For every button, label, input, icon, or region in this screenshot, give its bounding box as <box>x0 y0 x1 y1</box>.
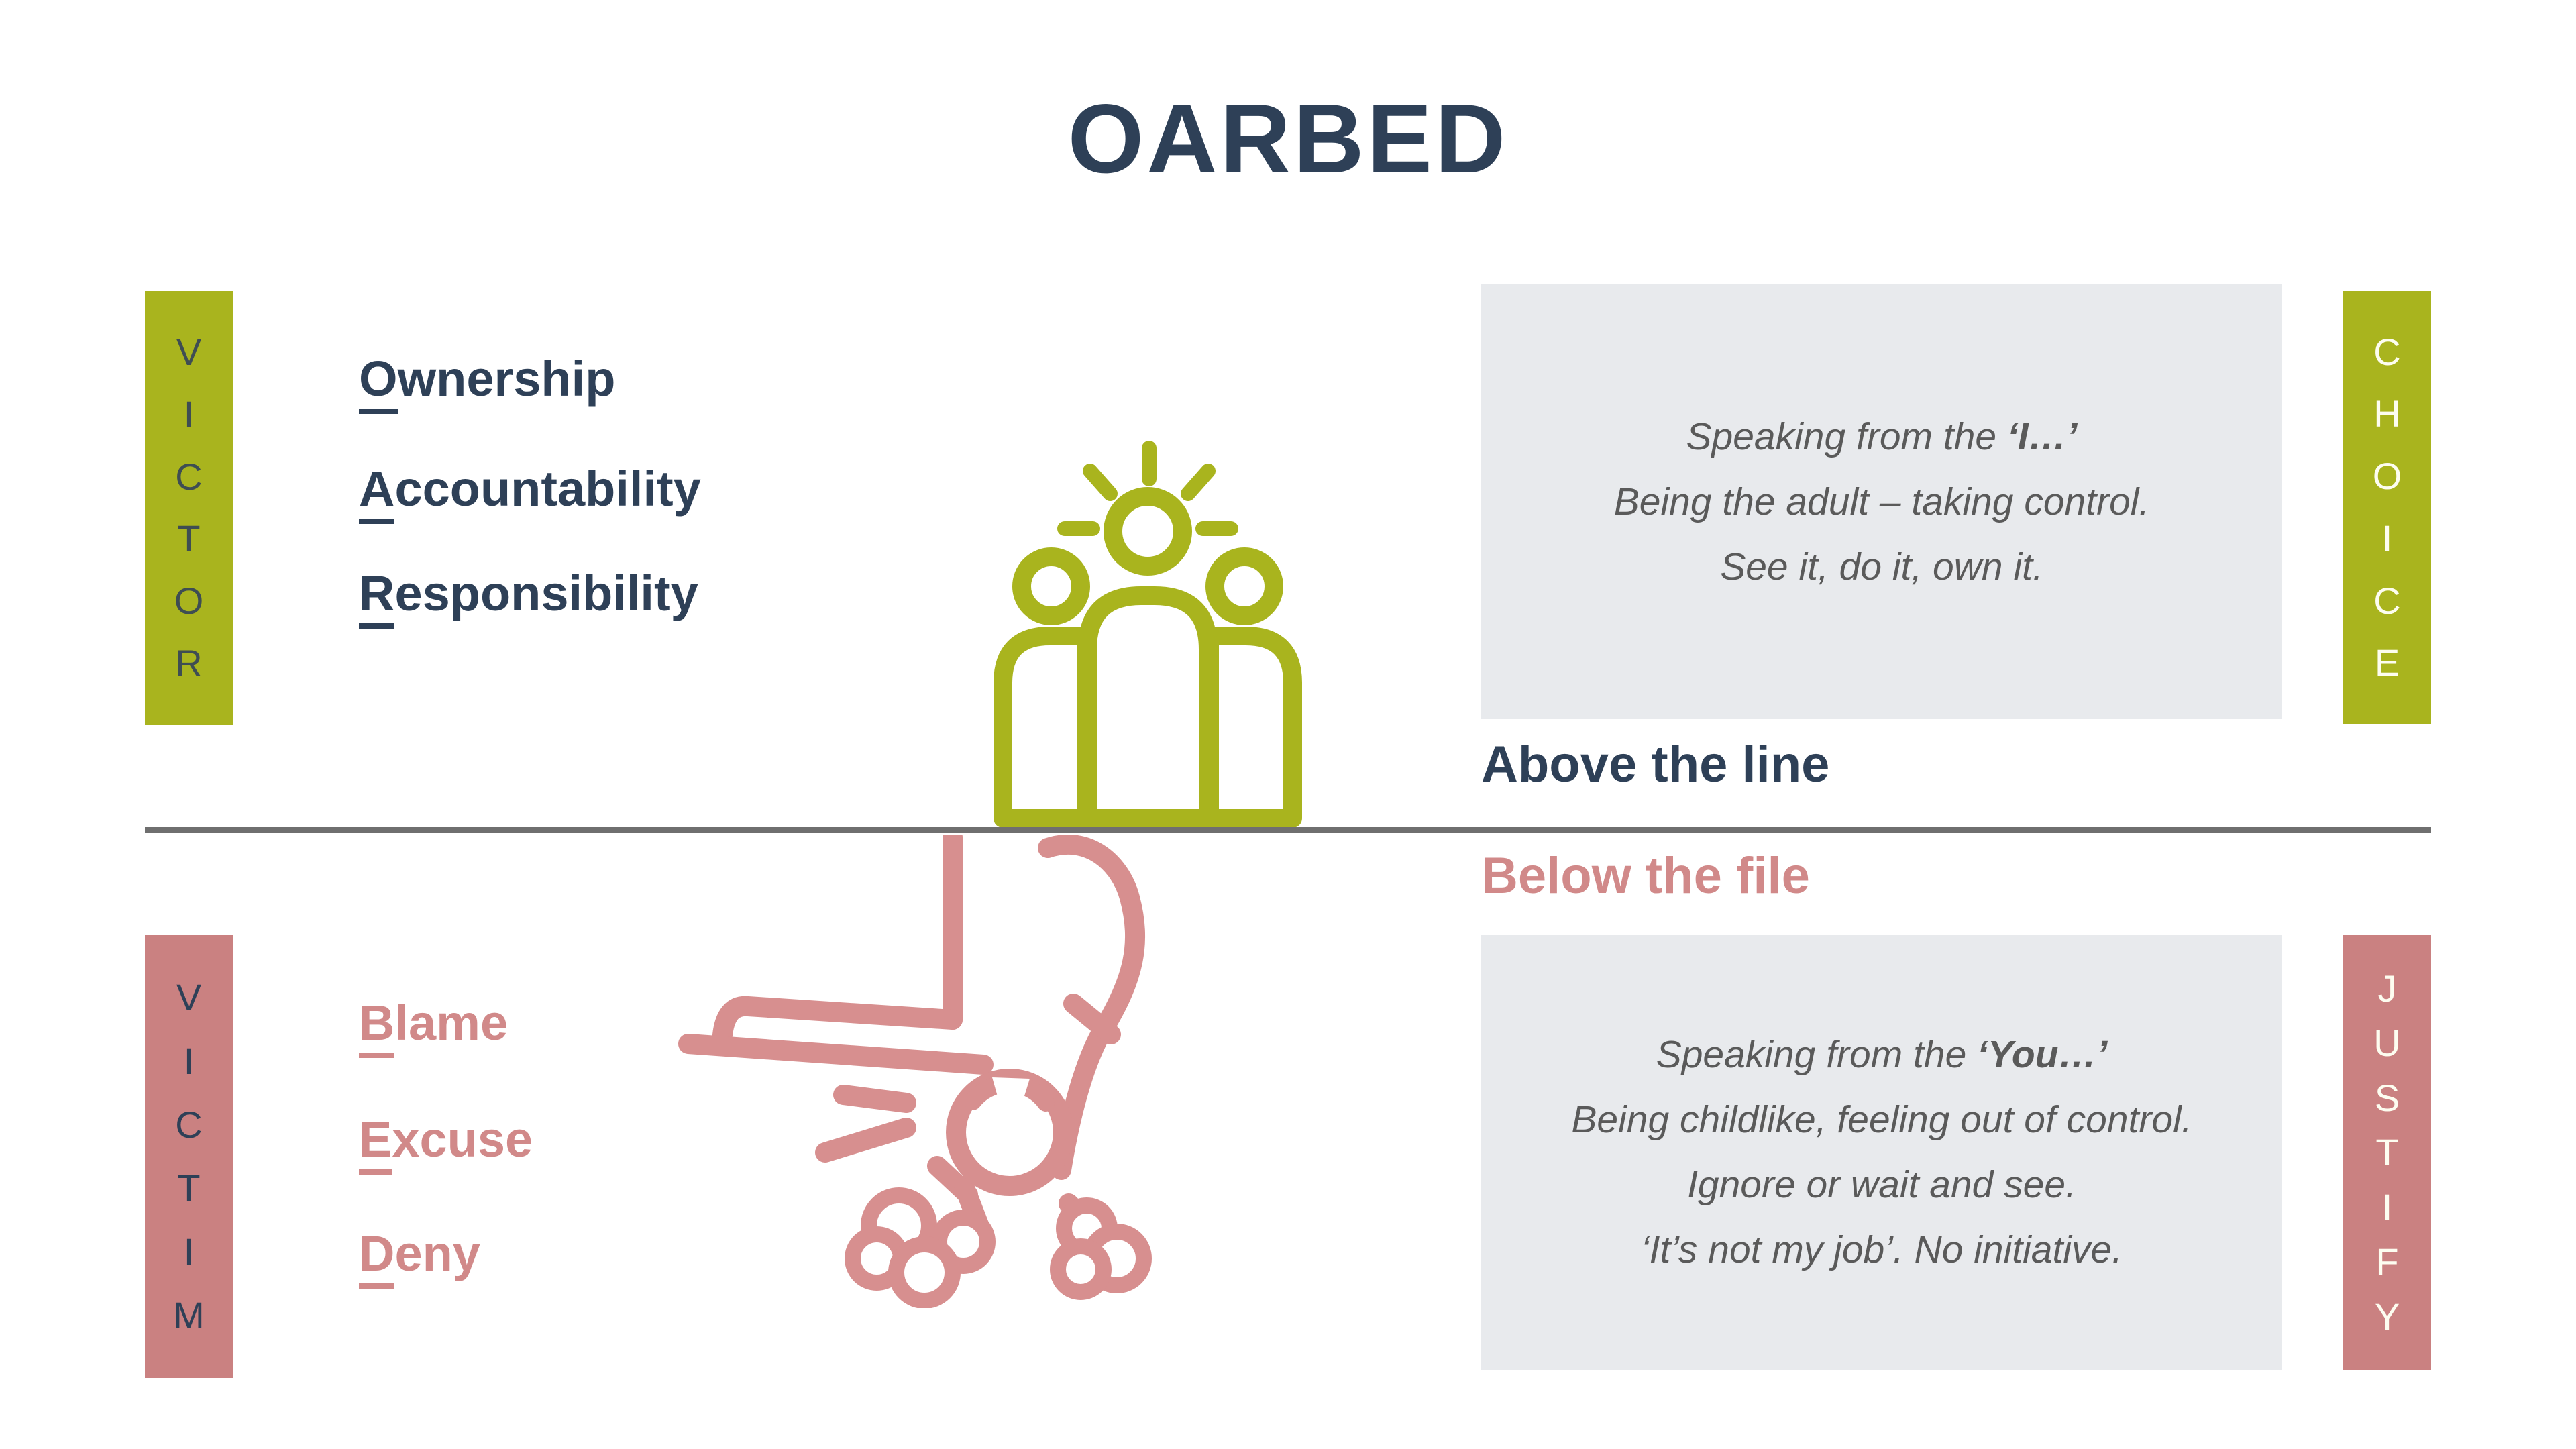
word-responsibility: Responsibility <box>359 569 698 629</box>
below-box-line: Speaking from the ‘You…’ <box>1656 1033 2108 1076</box>
above-description-box: Speaking from the ‘I…’ Being the adult –… <box>1481 284 2282 719</box>
divider-line <box>145 827 2431 833</box>
below-box-line: ‘It’s not my job’. No initiative. <box>1640 1228 2123 1271</box>
word-excuse: Excuse <box>359 1115 533 1175</box>
word-accountability: Accountability <box>359 464 701 524</box>
above-box-line: See it, do it, own it. <box>1720 545 2043 588</box>
above-the-line-label: Above the line <box>1481 736 1830 793</box>
below-box-line: Being childlike, feeling out of control. <box>1571 1098 2192 1141</box>
above-box-line: Being the adult – taking control. <box>1613 480 2150 523</box>
below-box-line: Ignore or wait and see. <box>1687 1163 2076 1206</box>
team-leader-icon <box>989 431 1306 828</box>
below-the-line-label: Below the file <box>1481 847 1810 904</box>
word-deny: Deny <box>359 1229 480 1289</box>
above-box-line: Speaking from the ‘I…’ <box>1686 415 2078 458</box>
page-title: OARBED <box>1067 84 1509 193</box>
word-ownership: Ownership <box>359 354 615 414</box>
below-description-box: Speaking from the ‘You…’ Being childlike… <box>1481 935 2282 1370</box>
falling-person-icon <box>678 835 1187 1308</box>
word-blame: Blame <box>359 998 508 1058</box>
